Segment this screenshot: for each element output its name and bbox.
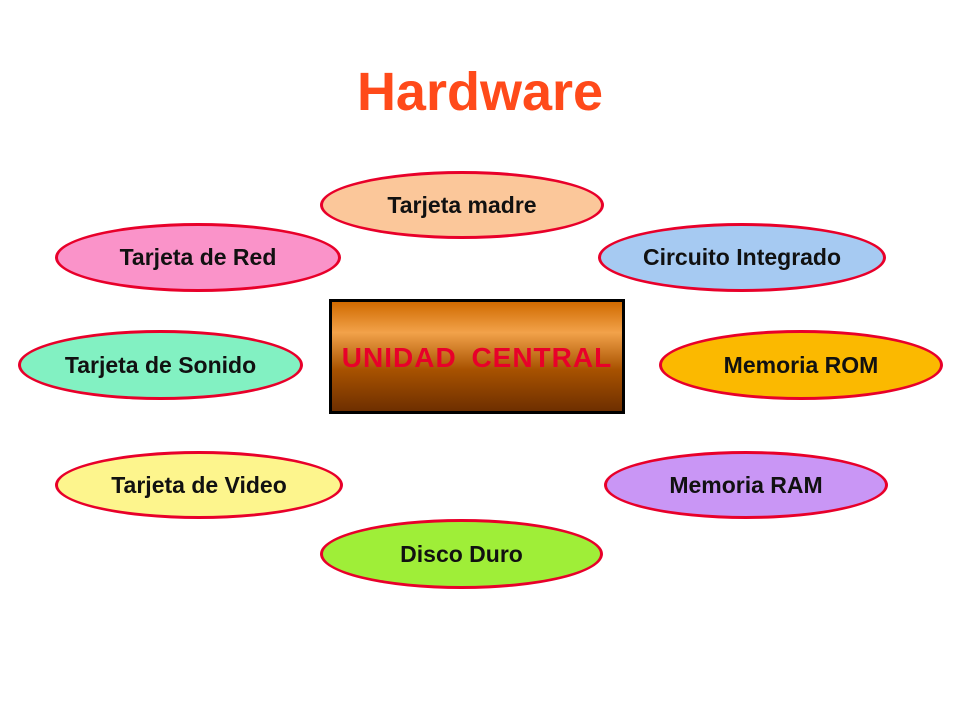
node-disco-duro: Disco Duro — [320, 519, 603, 589]
node-circuito-integrado: Circuito Integrado — [598, 223, 886, 292]
node-label: Circuito Integrado — [642, 244, 842, 270]
node-tarjeta-de-sonido: Tarjeta de Sonido — [18, 330, 303, 400]
node-tarjeta-de-video: Tarjeta de Video — [55, 451, 343, 519]
node-label: Tarjeta de Video — [111, 471, 287, 498]
central-unit-label: UNIDAD CENTRAL — [341, 342, 613, 373]
node-label: Disco Duro — [400, 540, 523, 567]
node-memoria-ram: Memoria RAM — [604, 451, 888, 519]
node-label: Tarjeta de Red — [119, 244, 277, 270]
node-label: Tarjeta madre — [387, 191, 537, 218]
node-tarjeta-madre: Tarjeta madre — [320, 171, 604, 239]
node-memoria-rom: Memoria ROM — [659, 330, 943, 400]
node-label: Tarjeta de Sonido — [64, 351, 257, 378]
central-unit-box: UNIDAD CENTRAL — [329, 299, 625, 414]
node-label: Memoria RAM — [669, 471, 823, 498]
node-tarjeta-de-red: Tarjeta de Red — [55, 223, 341, 292]
slide-title: Hardware — [356, 62, 604, 122]
node-label: Memoria ROM — [723, 351, 879, 378]
